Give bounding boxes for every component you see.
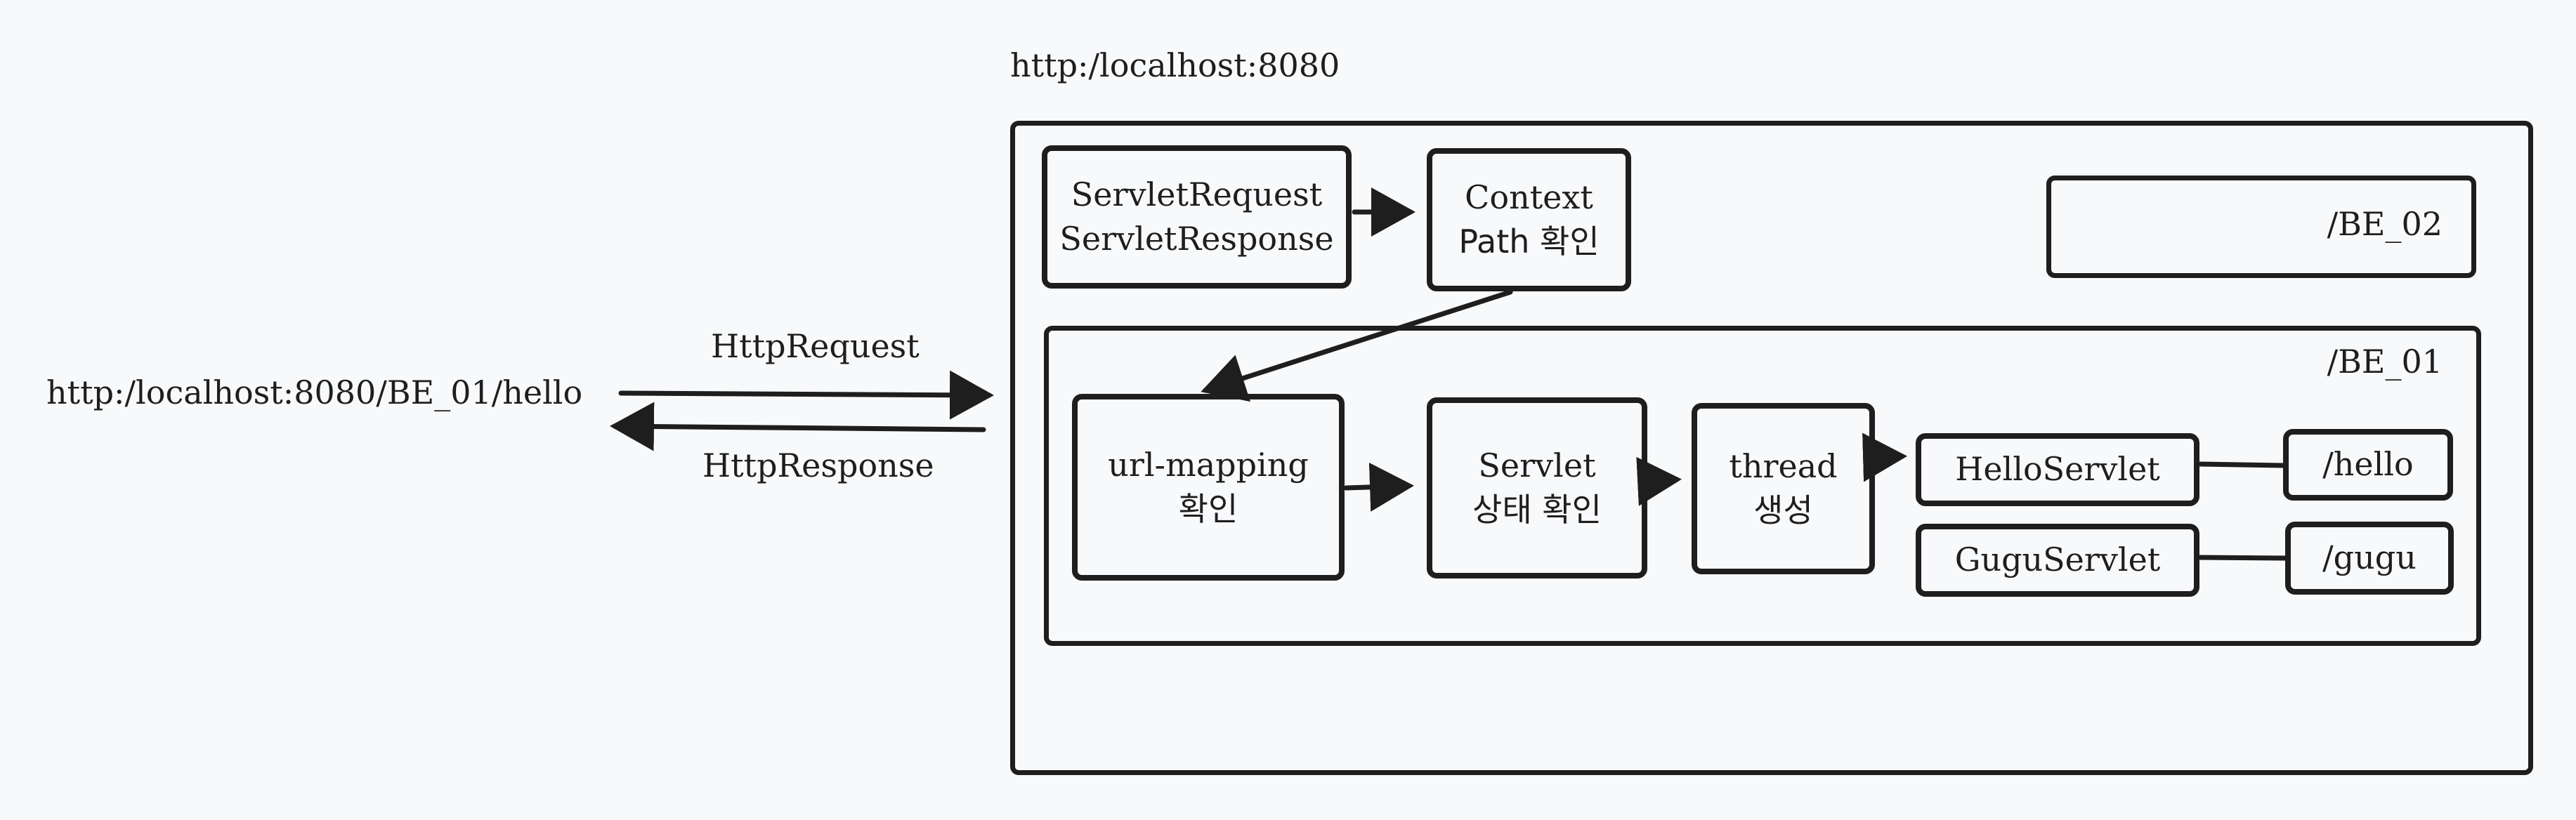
servlet-state-line1: Servlet [1478, 446, 1596, 484]
context-path-line1: Context [1465, 178, 1593, 216]
gugu-servlet-text: GuguServlet [1954, 541, 2161, 579]
hello-servlet-node: HelloServlet [1916, 433, 2199, 506]
server-title: http:/localhost:8080 [1010, 46, 1340, 84]
context-to-urlmapping-arrow [1201, 289, 1513, 402]
http-request-label: HttpRequest [711, 327, 920, 365]
be01-label: /BE_01 [2327, 343, 2443, 381]
gugu-servlet-node: GuguServlet [1916, 524, 2199, 597]
hello-servlet-to-path-line [2197, 461, 2286, 468]
context-path-node: Context Path 확인 [1427, 148, 1631, 291]
thread-line1: thread [1729, 447, 1838, 485]
http-request-arrow [618, 370, 994, 420]
thread-line2: 생성 [1753, 491, 1813, 529]
gugu-path-node: /gugu [2285, 522, 2454, 595]
be02-context-box [2046, 176, 2476, 278]
server-box [1010, 121, 2533, 775]
thread-to-hello-arrow [1862, 432, 1907, 482]
servlet-state-line2: 상태 확인 [1472, 491, 1602, 529]
gugu-path-text: /gugu [2322, 538, 2417, 577]
urlmapping-to-servlet-arrow [1343, 462, 1414, 512]
url-mapping-line2: 확인 [1178, 490, 1238, 528]
hello-path-text: /hello [2322, 445, 2414, 484]
hello-servlet-text: HelloServlet [1955, 450, 2160, 489]
http-response-label: HttpResponse [702, 447, 934, 484]
servlet-request-response-node: ServletRequest ServletResponse [1042, 145, 1352, 289]
client-url: http:/localhost:8080/BE_01/hello [46, 373, 583, 411]
hello-path-node: /hello [2283, 429, 2453, 501]
gugu-servlet-to-path-line [2197, 555, 2288, 561]
context-path-line2: Path 확인 [1458, 223, 1600, 260]
be01-context-box [1044, 326, 2481, 646]
servlet-request-text: ServletRequest [1071, 175, 1323, 213]
thread-node: thread 생성 [1692, 403, 1875, 574]
http-response-arrow [610, 402, 986, 451]
servlet-response-text: ServletResponse [1059, 220, 1334, 258]
be02-label: /BE_02 [2327, 205, 2443, 243]
url-mapping-line1: url-mapping [1108, 445, 1309, 484]
servlet-to-thread-arrow [1636, 456, 1682, 506]
